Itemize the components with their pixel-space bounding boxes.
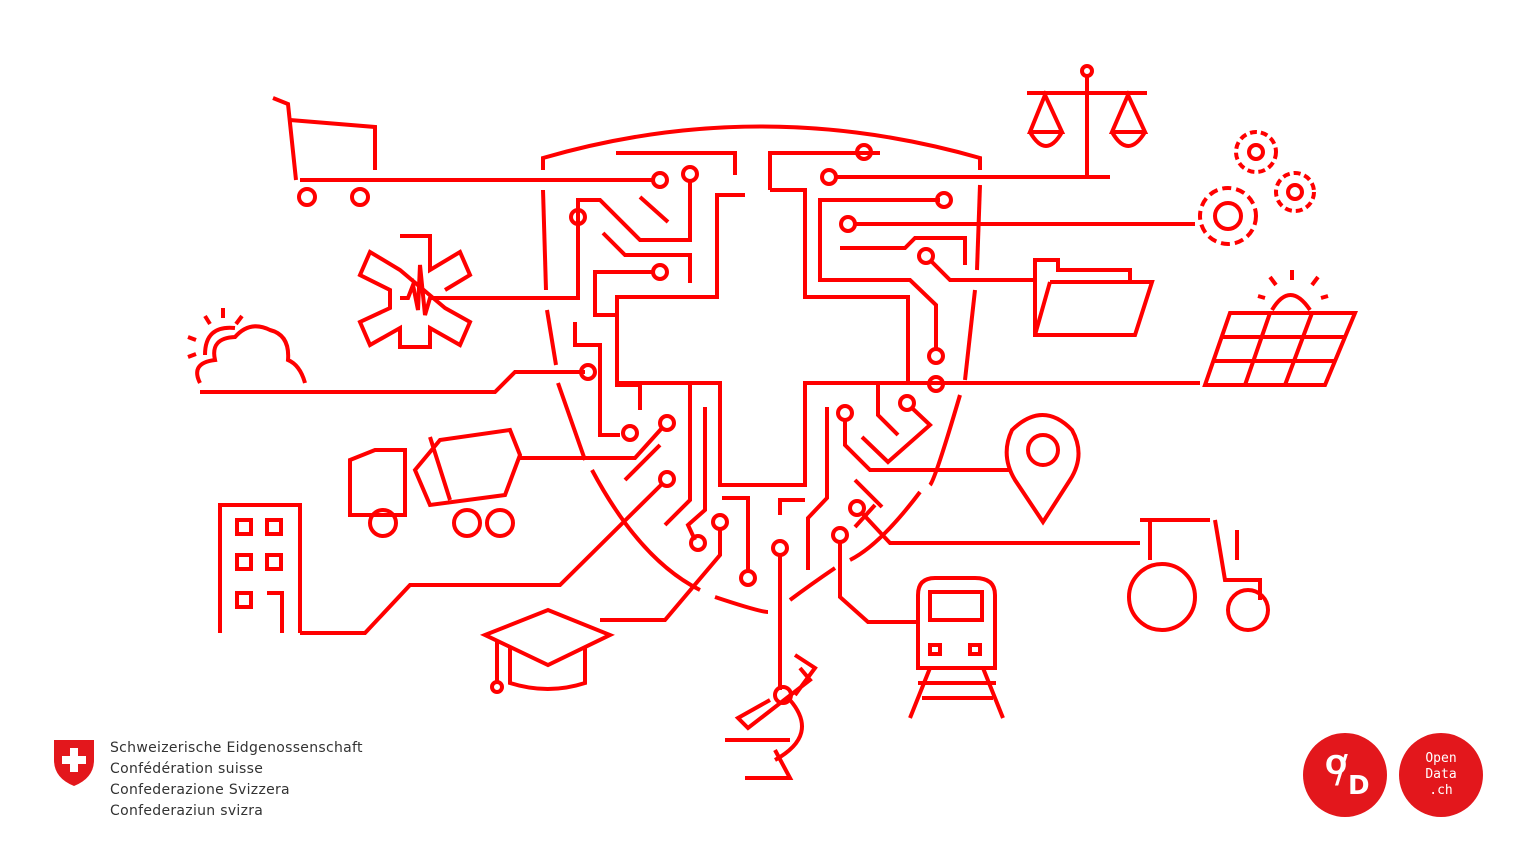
map-pin-icon xyxy=(1004,413,1081,526)
folder-icon xyxy=(1033,258,1155,337)
circuit-traces xyxy=(200,143,1200,690)
federation-line-rm: Confederaziun svizra xyxy=(110,803,264,819)
cement-truck-icon xyxy=(348,427,523,538)
swiss-cross xyxy=(615,151,910,487)
medical-star-icon xyxy=(357,234,473,349)
opendata-text-logo: Open Data .ch xyxy=(1399,733,1483,817)
solar-panel-icon xyxy=(1202,270,1358,387)
federation-line-de: Schweizerische Eidgenossenschaft xyxy=(110,740,363,756)
logo-slash: / xyxy=(1335,747,1348,791)
logo-text-ch: .ch xyxy=(1429,783,1453,798)
graduation-cap-icon xyxy=(479,607,615,694)
logo-text-data: Data xyxy=(1425,767,1457,782)
logo-text-open: Open xyxy=(1425,751,1457,766)
logo-o: O xyxy=(1325,751,1348,781)
scales-icon xyxy=(1027,64,1149,177)
swiss-shield-icon xyxy=(54,740,94,786)
building-icon xyxy=(218,503,302,633)
sun-cloud-icon xyxy=(187,308,307,384)
swiss-confederation-logo: Schweizerische Eidgenossenschaft Confédé… xyxy=(52,738,363,822)
federation-line-fr: Confédération suisse xyxy=(110,761,264,777)
shopping-cart-icon xyxy=(272,96,377,207)
train-icon xyxy=(908,576,1005,719)
federation-line-it: Confederazione Svizzera xyxy=(110,782,290,798)
opendata-mark-logo: O / D xyxy=(1303,733,1387,817)
shield-outline xyxy=(541,124,982,614)
logo-d: D xyxy=(1348,771,1370,801)
tractor-icon xyxy=(1127,518,1270,632)
gears-icon xyxy=(1198,130,1316,246)
microscope-icon xyxy=(725,653,818,780)
